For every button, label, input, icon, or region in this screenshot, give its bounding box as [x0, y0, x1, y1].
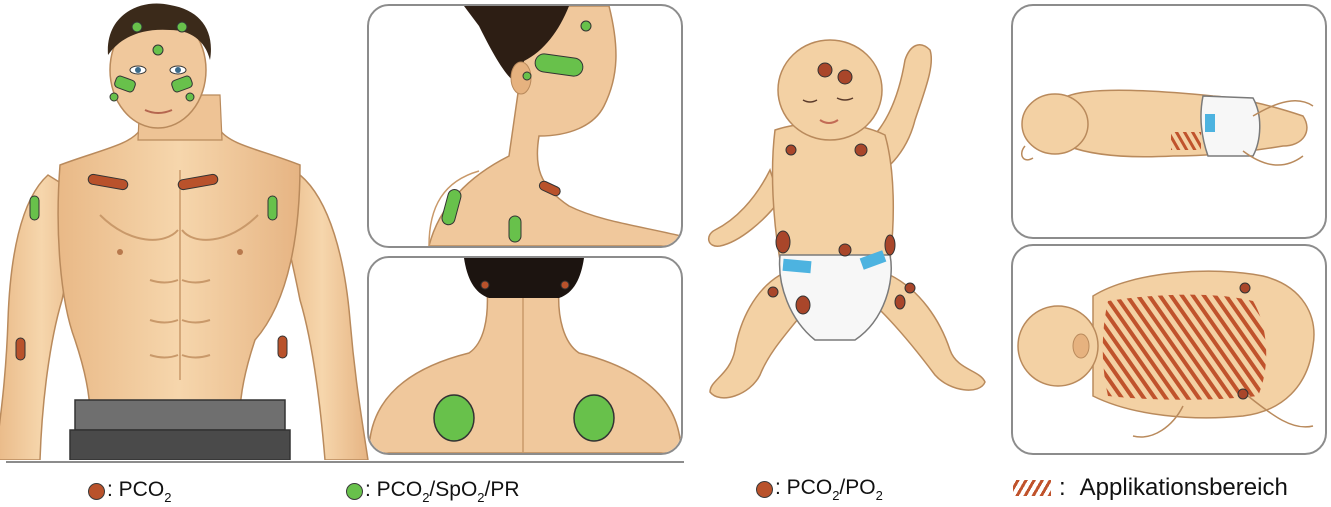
pco2-po2-marker-swatch: [756, 481, 773, 498]
adult-torso-front-figure: [0, 0, 370, 460]
legend-pco2-po2-label: : PCO2/PO2: [775, 476, 883, 503]
adult-head-side-figure: [369, 6, 681, 246]
legend-pco2-spo2-pr-label: : PCO2/SpO2/PR: [365, 478, 520, 505]
infant-side-lying-figure: [1013, 6, 1325, 237]
infant-front-figure: [695, 20, 1005, 420]
legend-pco2-label: : PCO2: [107, 478, 171, 505]
infant-prone-figure: [1013, 246, 1325, 453]
legend-application-area: : Applikationsbereich: [1013, 474, 1288, 502]
application-area-hatch-swatch: [1013, 480, 1051, 496]
adult-head-side-panel: [367, 4, 683, 248]
legend-pco2-spo2-pr: : PCO2/SpO2/PR: [346, 478, 520, 505]
pco2-spo2-pr-marker-swatch: [346, 483, 363, 500]
legend-application-area-sep: :: [1059, 474, 1066, 502]
adult-neck-back-panel: [367, 256, 683, 455]
legend-pco2-po2: : PCO2/PO2: [756, 476, 883, 503]
pco2-marker-swatch: [88, 483, 105, 500]
legend-divider: [6, 461, 684, 463]
legend-application-area-label: Applikationsbereich: [1080, 474, 1288, 502]
infant-prone-panel: [1011, 244, 1327, 455]
legend-pco2: : PCO2: [88, 478, 171, 505]
infant-side-lying-panel: [1011, 4, 1327, 239]
adult-neck-back-figure: [369, 258, 681, 453]
